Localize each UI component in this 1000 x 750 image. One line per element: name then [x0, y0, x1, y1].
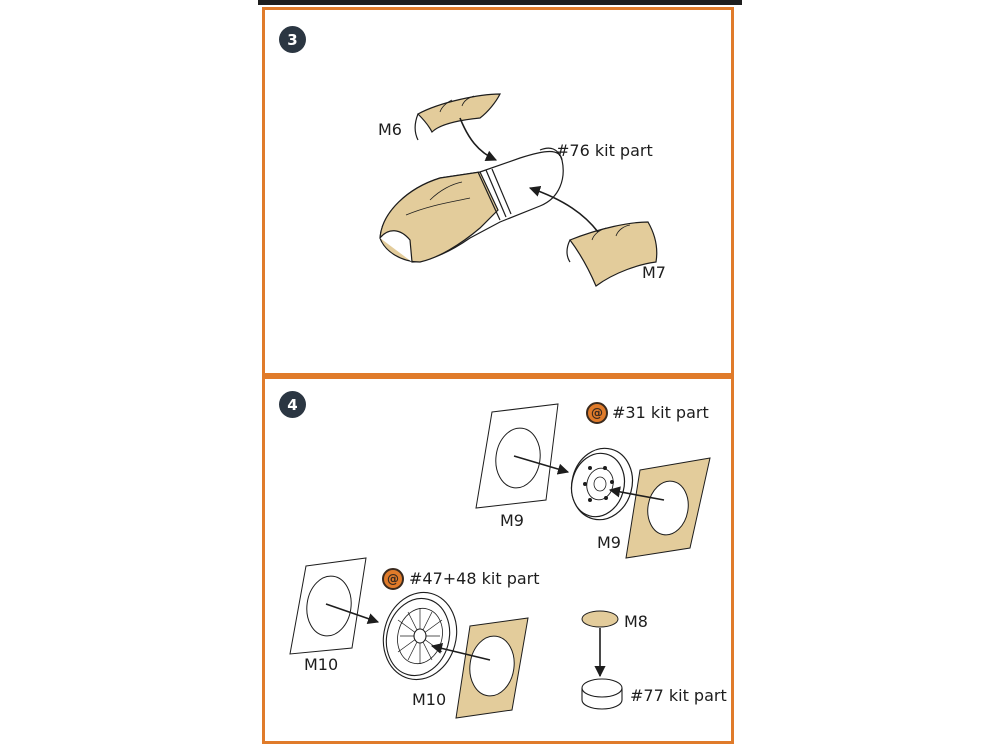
mask-sheet-m10-outer — [289, 557, 367, 655]
attention-icon: @ — [382, 568, 404, 590]
wheel-kit-part-31 — [570, 447, 634, 521]
label-m10-inner: M10 — [412, 690, 447, 709]
label-m10-outer: M10 — [304, 655, 339, 674]
wheel-kit-part-47-48 — [382, 591, 458, 681]
step-3-badge: 3 — [279, 26, 306, 53]
arrow-m9-outer — [513, 455, 570, 475]
mask-sheet-m10-inner — [455, 617, 529, 719]
label-m8: M8 — [624, 612, 648, 631]
label-m6: M6 — [378, 120, 402, 139]
label-kit-part-76: #76 kit part — [556, 141, 653, 160]
label-kit-part-47-48: #47+48 kit part — [409, 569, 540, 588]
arrow-m6-to-canopy — [459, 117, 498, 162]
arrow-m10-outer — [325, 603, 380, 624]
label-kit-part-31: #31 kit part — [612, 403, 709, 422]
label-m7: M7 — [642, 263, 666, 282]
arrow-m10-inner — [430, 642, 491, 661]
canopy-kit-part — [379, 147, 564, 263]
mask-sheet-m9-outer — [475, 403, 559, 509]
label-kit-part-77: #77 kit part — [630, 686, 727, 705]
mask-m6 — [414, 93, 501, 141]
mask-m8 — [581, 610, 619, 628]
attention-icon: @ — [586, 402, 608, 424]
arrow-m9-inner — [608, 486, 665, 501]
step-4-badge: 4 — [279, 391, 306, 418]
label-m9-outer: M9 — [500, 511, 524, 530]
mask-sheet-m9-inner — [625, 457, 711, 559]
mask-m7 — [566, 221, 658, 287]
top-edge-bar — [258, 0, 742, 5]
label-m9-inner: M9 — [597, 533, 621, 552]
arrow-m7-to-canopy — [528, 185, 599, 233]
cylinder-kit-part-77 — [581, 678, 623, 710]
